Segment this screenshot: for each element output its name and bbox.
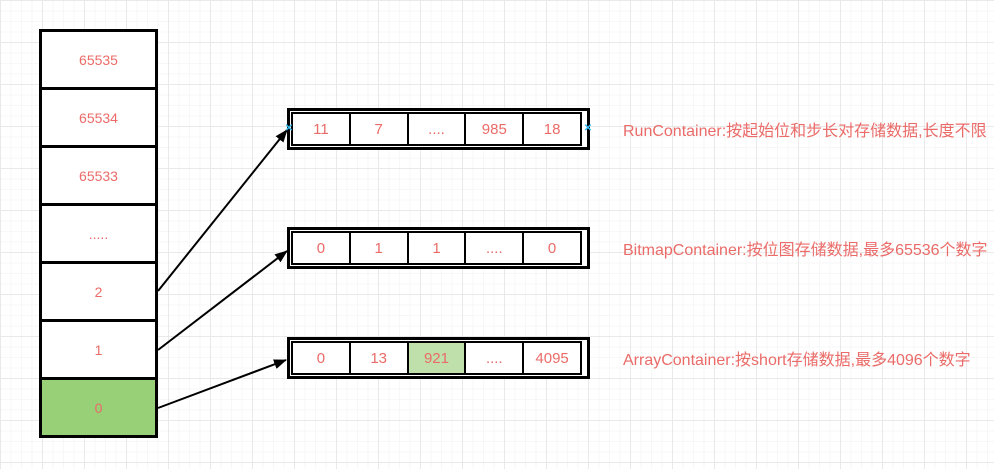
array-cell-ellipsis[interactable]: .... [464, 231, 525, 265]
bitmap-container-label[interactable]: BitmapContainer:按位图存储数据,最多65536个数字 [623, 242, 988, 259]
run-container-array[interactable]: 11 7 .... 985 18 [287, 108, 590, 150]
array-cell-ellipsis[interactable]: .... [406, 112, 467, 146]
array-cell-label: .... [485, 239, 503, 257]
stack-cell-65535[interactable]: 65535 [39, 29, 158, 90]
bitmap-container-array[interactable]: 0 1 1 .... 0 [287, 227, 590, 269]
connection-point-marker-left: ✕ [284, 123, 294, 134]
array-cell[interactable]: 0 [291, 341, 351, 375]
stack-cell-65534[interactable]: 65534 [39, 87, 158, 148]
stack-cell-label: 65533 [79, 167, 118, 184]
array-cell-label: 0 [316, 239, 326, 257]
stack-cell-label: 1 [94, 341, 103, 358]
array-cell[interactable]: 0 [522, 231, 582, 265]
array-cell[interactable]: 1 [406, 231, 467, 265]
array-cell-ellipsis[interactable]: .... [464, 341, 525, 375]
arrow-cell1-to-bitmapcontainer[interactable] [157, 250, 288, 351]
arrow-cell0-to-arraycontainer[interactable] [157, 359, 287, 409]
array-cell-label: 0 [316, 349, 326, 367]
stack-cell-65533[interactable]: 65533 [39, 145, 158, 206]
array-cell-label: 4095 [535, 349, 569, 367]
arrow-cell2-to-runcontainer[interactable] [157, 129, 288, 292]
stack-cell-ellipsis[interactable]: ..... [39, 203, 158, 264]
run-container-label[interactable]: RunContainer:按起始位和步长对存储数据,长度不限 [623, 123, 987, 140]
array-cell-label: 985 [481, 120, 507, 138]
connection-point-marker-right: ✕ [583, 123, 593, 134]
array-cell-label: .... [485, 349, 503, 367]
array-cell[interactable]: 0 [291, 231, 351, 265]
array-cell-label: 11 [313, 120, 329, 138]
array-cell[interactable]: 4095 [522, 341, 582, 375]
array-cell-label: 0 [547, 239, 557, 257]
array-cell-label: 7 [374, 120, 383, 138]
array-container-label[interactable]: ArrayContainer:按short存储数据,最多4096个数字 [623, 352, 971, 369]
array-cell-label: 18 [543, 120, 561, 138]
stack-cell-label: 2 [94, 283, 103, 300]
stack-cell-label: 65534 [79, 109, 118, 126]
array-cell-label: 13 [370, 349, 388, 367]
stack-cell-label: 0 [94, 399, 103, 416]
stack-cell-1[interactable]: 1 [39, 319, 158, 380]
array-cell[interactable]: 7 [348, 112, 409, 146]
stack-cell-0-highlighted[interactable]: 0 [39, 377, 158, 438]
stack-cell-label: ..... [88, 225, 109, 242]
array-cell[interactable]: 18 [522, 112, 582, 146]
array-cell-921-highlighted[interactable]: 921 [406, 341, 467, 375]
stack-cell-2[interactable]: 2 [39, 261, 158, 322]
array-cell[interactable]: 985 [464, 112, 525, 146]
key-stack: 65535 65534 65533 ..... 2 1 0 [39, 29, 158, 438]
stack-cell-label: 65535 [79, 51, 118, 68]
array-container-array[interactable]: 0 13 921 .... 4095 [287, 337, 590, 379]
array-cell-label: 1 [374, 239, 383, 257]
array-cell[interactable]: 11 [291, 112, 351, 146]
array-cell-label: 921 [423, 349, 449, 367]
array-cell-label: 1 [432, 239, 441, 257]
array-cell[interactable]: 13 [348, 341, 409, 375]
array-cell[interactable]: 1 [348, 231, 409, 265]
array-cell-label: .... [428, 120, 445, 138]
